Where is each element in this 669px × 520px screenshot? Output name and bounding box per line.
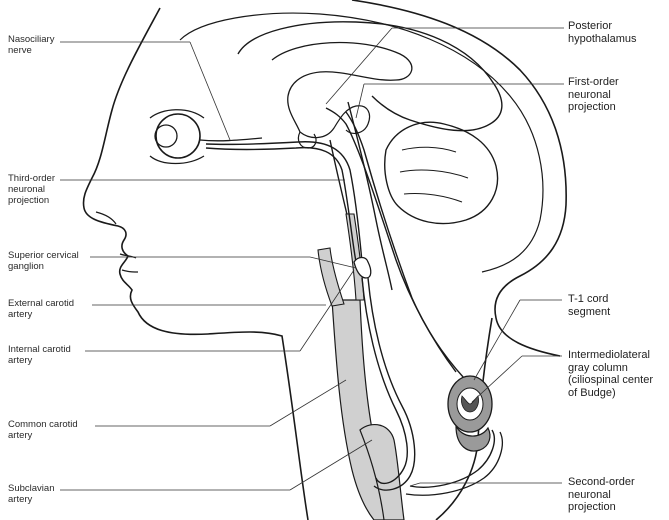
pituitary bbox=[298, 132, 316, 148]
label-external-carotid-artery: External carotid artery bbox=[8, 298, 74, 320]
cerebellum bbox=[385, 122, 498, 223]
diencephalon bbox=[300, 106, 370, 138]
label-third-order-neuronal-projection: Third-order neuronal projection bbox=[8, 173, 55, 206]
label-internal-carotid-artery: Internal carotid artery bbox=[8, 344, 71, 366]
label-common-carotid-artery: Common carotid artery bbox=[8, 419, 78, 441]
cerebellum-folia bbox=[400, 147, 468, 202]
label-intermediolateral-gray-column: Intermediolateral gray column (ciliospin… bbox=[568, 349, 653, 399]
label-posterior-hypothalamus: Posterior hypothalamus bbox=[568, 20, 637, 45]
label-subclavian-artery: Subclavian artery bbox=[8, 483, 54, 505]
optic-stalk bbox=[200, 138, 262, 141]
label-nasociliary-nerve: Nasociliary nerve bbox=[8, 34, 54, 56]
nostril bbox=[96, 212, 116, 224]
label-t1-cord-segment: T-1 cord segment bbox=[568, 293, 610, 318]
label-first-order-neuronal-projection: First-order neuronal projection bbox=[568, 76, 619, 114]
eye-iris bbox=[155, 125, 177, 147]
external-carotid bbox=[318, 248, 344, 306]
third-order-neuron bbox=[206, 148, 356, 262]
eyeball bbox=[156, 114, 200, 158]
first-order-neuron-2 bbox=[346, 112, 464, 378]
label-second-order-neuronal-projection: Second-order neuronal projection bbox=[568, 476, 635, 514]
label-superior-cervical-ganglion: Superior cervical ganglion bbox=[8, 250, 79, 272]
third-order-neuron-2 bbox=[206, 142, 362, 262]
face-profile bbox=[83, 8, 308, 520]
